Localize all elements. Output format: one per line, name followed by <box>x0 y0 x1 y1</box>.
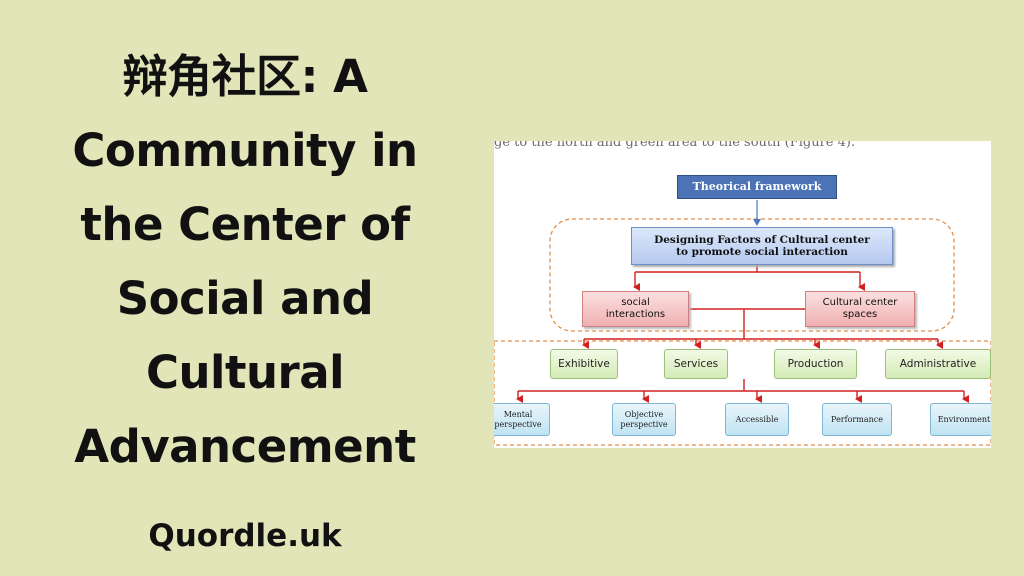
perspective-environment: Environment <box>930 403 991 436</box>
category-administrative: Administrative <box>885 349 991 379</box>
title-line: Cultural <box>145 346 345 399</box>
red-connectors <box>516 265 969 403</box>
diagram-image: ge to the north and green area to the so… <box>494 141 991 448</box>
designing-factors-line: to promote social interaction <box>676 246 848 258</box>
social-interactions-box: social interactions <box>582 291 689 327</box>
perspective-line: Objective <box>624 409 664 419</box>
category-exhibitive: Exhibitive <box>550 349 618 379</box>
perspective-line: perspective <box>620 419 668 429</box>
perspective-accessible: Accessible <box>725 403 789 436</box>
title-line: Community in <box>72 124 418 177</box>
title-line: Advancement <box>74 420 416 473</box>
designing-factors-box: Designing Factors of Cultural center to … <box>631 227 893 265</box>
title-line: the Center of <box>80 198 410 251</box>
perspective-performance: Performance <box>822 403 892 436</box>
dashed-frame-upper <box>549 218 955 332</box>
perspective-mental: Mental perspective <box>494 403 550 436</box>
perspective-line: Mental <box>503 409 533 419</box>
title-line: Social and <box>116 272 374 325</box>
title-line: 辩角社区: A <box>122 50 369 103</box>
dashed-frame-lower <box>494 340 991 446</box>
theory-framework-box: Theorical framework <box>677 175 837 199</box>
cultural-spaces-line: Cultural center <box>822 297 898 308</box>
diagram-connectors <box>494 200 991 446</box>
perspective-line: perspective <box>494 419 542 429</box>
cropped-caption-text: ge to the north and green area to the so… <box>494 141 856 150</box>
page-title: 辩角社区: A Community in the Center of Socia… <box>30 40 460 484</box>
designing-factors-line: Designing Factors of Cultural center <box>654 234 870 246</box>
arrowhead-blue <box>753 219 761 226</box>
cultural-spaces-line: spaces <box>842 309 878 320</box>
category-services: Services <box>664 349 728 379</box>
category-production: Production <box>774 349 857 379</box>
cultural-spaces-box: Cultural center spaces <box>805 291 915 327</box>
social-interactions-line: social <box>621 297 650 308</box>
perspective-objective: Objective perspective <box>612 403 676 436</box>
site-brand[interactable]: Quordle.uk <box>148 518 342 554</box>
social-interactions-line: interactions <box>605 309 666 320</box>
